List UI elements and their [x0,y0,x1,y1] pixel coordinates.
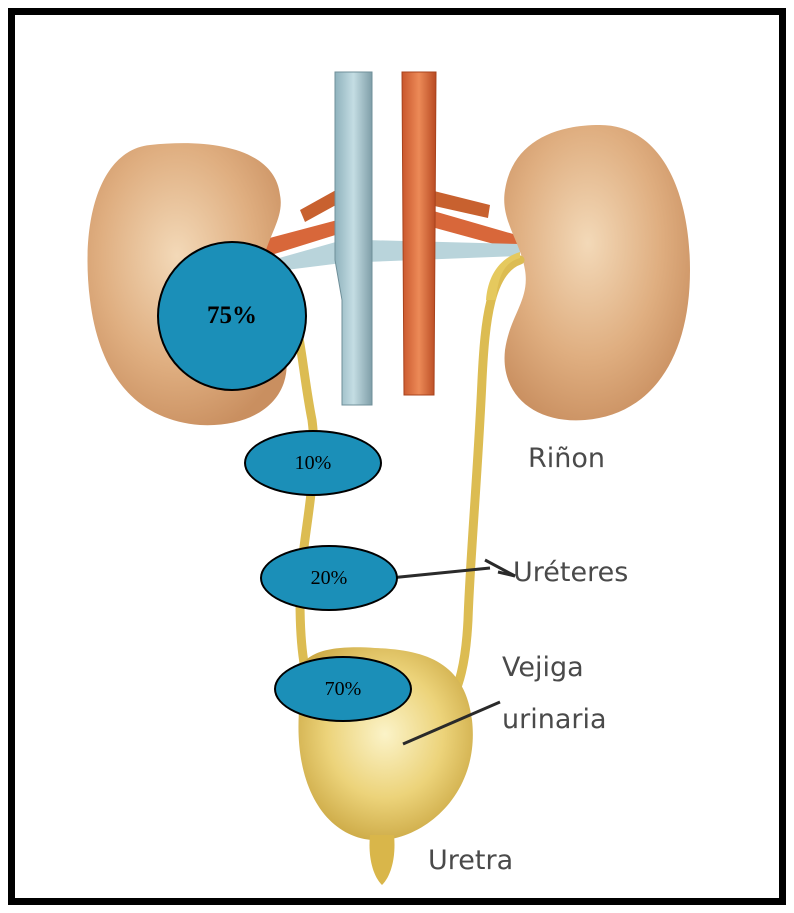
diagram-frame: Riñon Uréteres Vejiga urinaria Uretra 75… [8,8,786,905]
vena-cava [335,72,372,405]
renal-vessels [262,185,520,272]
marker-bladder-percentage: 70% [274,656,412,722]
right-ureter [445,260,520,710]
label-bladder-line2: urinaria [502,704,607,736]
label-urethra: Uretra [428,845,513,877]
marker-upper-ureter-percentage: 10% [244,430,382,496]
marker-kidney-percentage: 75% [157,241,307,391]
right-kidney [504,125,690,420]
label-kidney: Riñon [528,443,605,475]
urinary-system-illustration [8,8,786,905]
label-ureters: Uréteres [513,557,628,589]
label-bladder-line1: Vejiga [502,652,584,684]
urethra-shape [370,835,395,885]
aorta [402,72,436,395]
marker-mid-ureter-percentage: 20% [260,545,398,611]
